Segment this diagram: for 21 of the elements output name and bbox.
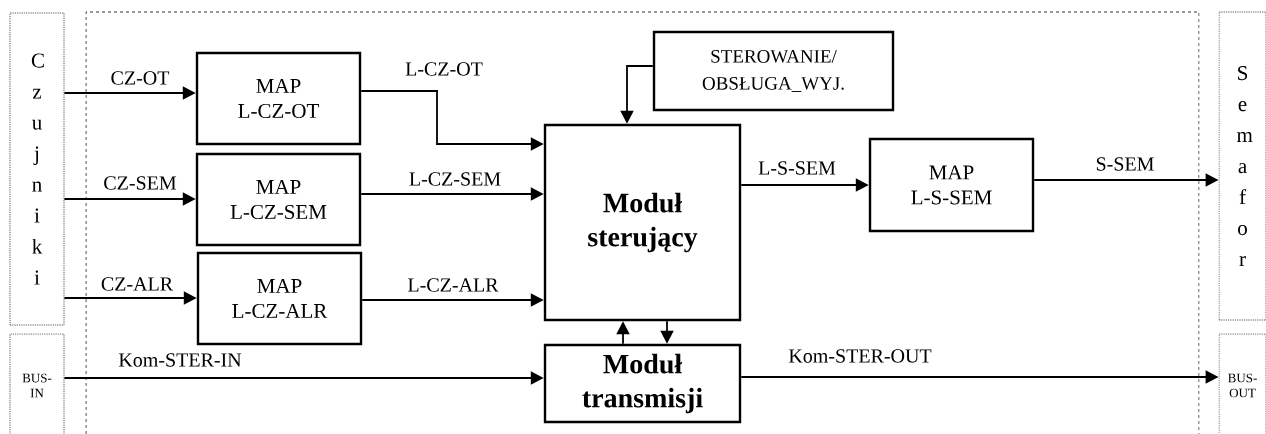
process-box: MAP L-CZ-SEM <box>195 152 362 247</box>
edge-label: L-S-SEM <box>757 160 837 176</box>
side-panel: Czujniki <box>9 12 65 326</box>
edge-label: L-CZ-OT <box>404 61 484 77</box>
process-box: MAP L-CZ-ALR <box>196 251 363 346</box>
edge-label: Kom-STER-OUT <box>787 348 933 364</box>
bus-port-box: BUS-IN <box>9 333 65 434</box>
process-box: MAP L-S-SEM <box>868 137 1035 233</box>
process-box: MAP L-CZ-OT <box>195 51 362 146</box>
edge-label: Kom-STER-IN <box>117 352 243 368</box>
control-box: STEROWANIE/ OBSŁUGA_WYJ. <box>652 30 895 112</box>
edge-label: CZ-OT <box>109 70 171 86</box>
edge-label: S-SEM <box>1094 156 1156 172</box>
bus-port-box: BUS-OUT <box>1218 333 1266 434</box>
module-box: Moduł sterujący <box>543 123 742 322</box>
edge-label: CZ-ALR <box>99 276 175 292</box>
module-box: Moduł transmisji <box>543 343 742 424</box>
side-panel: Semafor <box>1218 11 1266 321</box>
edge-label: L-CZ-SEM <box>407 171 503 187</box>
edge-label: L-CZ-ALR <box>406 277 500 293</box>
edge-label: CZ-SEM <box>102 175 178 191</box>
